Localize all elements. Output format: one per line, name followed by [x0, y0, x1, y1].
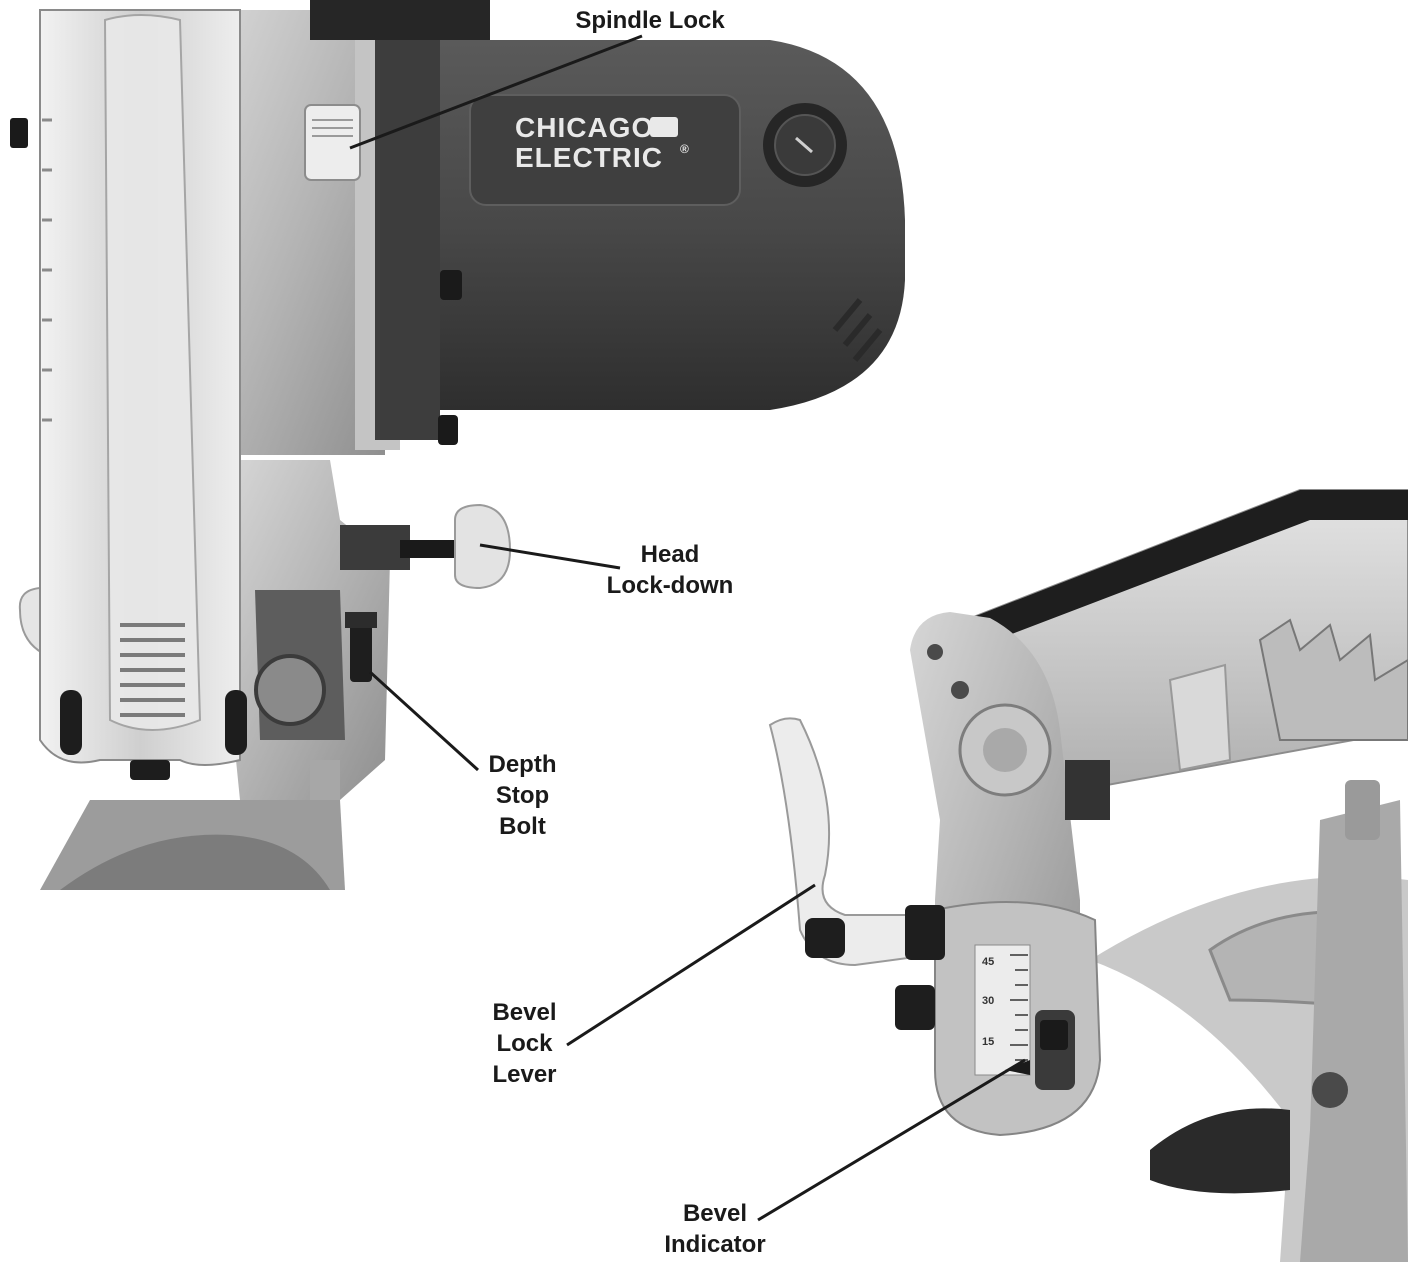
- pivot-hole-mid: [951, 681, 969, 699]
- spindle-lock-button: [304, 104, 361, 181]
- left-saw-assembly: CHICAGO ELECTRIC ®: [10, 0, 905, 890]
- bevel-scale-label-30: 30: [982, 995, 994, 1007]
- spindle-lock-grip: [312, 119, 353, 137]
- callout-bevel-lock-lever-line-1: Bevel: [492, 999, 557, 1026]
- upper-arm-top-edge: [940, 490, 1408, 650]
- bevel-scale-ticks: [1010, 954, 1028, 1061]
- callout-bevel-indicator: Bevel Indicator: [650, 1198, 780, 1260]
- callout-depth-stop-bolt: Depth Stop Bolt: [470, 749, 575, 842]
- pivot-support-block: [310, 760, 340, 800]
- motor-vent-slots: [832, 298, 883, 362]
- power-switch-mark: [795, 136, 813, 154]
- leader-line-head-lock-down: [479, 543, 621, 570]
- pivot-spring: [254, 654, 326, 726]
- guard-arm-plate: [1168, 663, 1232, 772]
- motor-top-strap: [310, 0, 490, 40]
- callout-head-lock-down-line-1: Head: [640, 541, 700, 568]
- guard-scale-marks: [42, 118, 52, 422]
- base-rotary-table: [60, 834, 330, 890]
- leader-line-depth-stop-bolt: [368, 670, 480, 772]
- callout-head-lock-down-line-2: Lock-down: [606, 572, 734, 599]
- blade-teeth: [1258, 618, 1408, 741]
- leader-line-bevel-lock-lever: [566, 883, 816, 1047]
- bevel-lock-lever-shaft: [805, 918, 845, 958]
- brand-line-1: CHICAGO: [515, 112, 654, 143]
- callout-bevel-indicator-line-2: Indicator: [664, 1231, 766, 1258]
- callout-depth-stop-bolt-line-3: Bolt: [499, 813, 546, 840]
- brand-registered-mark: ®: [680, 142, 690, 156]
- motor-end-cap: [375, 40, 440, 440]
- callout-bevel-indicator-line-1: Bevel: [682, 1200, 748, 1227]
- bevel-lock-lever-collar: [905, 905, 945, 960]
- guard-mount-bolt: [10, 118, 28, 148]
- leader-lines: [349, 34, 1026, 1222]
- right-saw-assembly: 15 30 45: [768, 489, 1408, 1262]
- arm-stop-bracket: [1065, 760, 1110, 820]
- callout-bevel-lock-lever: Bevel Lock Lever: [472, 997, 577, 1090]
- motor-screw-lower: [438, 415, 458, 445]
- depth-stop-bolt: [350, 620, 372, 682]
- brand-logo-mark: [650, 117, 678, 137]
- depth-stop-nut: [345, 612, 377, 628]
- callout-depth-stop-bolt-line-2: Stop: [495, 782, 550, 809]
- callout-spindle-lock-line-1: Spindle Lock: [575, 7, 725, 34]
- guard-foot: [130, 760, 170, 780]
- head-lock-shaft: [400, 540, 460, 558]
- bevel-lock-nut: [895, 985, 935, 1030]
- motor-screw-upper: [440, 270, 462, 300]
- brand-line-2: ELECTRIC: [515, 142, 663, 173]
- leader-line-bevel-indicator: [757, 1058, 1026, 1222]
- bevel-indicator-pointer: [1005, 1060, 1030, 1075]
- callout-depth-stop-bolt-line-1: Depth: [488, 751, 557, 778]
- head-lock-bracket: [340, 525, 410, 570]
- blade-guard-inner-rim: [103, 14, 202, 731]
- guard-ribs: [120, 623, 185, 717]
- bevel-scale-label-45: 45: [982, 956, 994, 968]
- bevel-indicator-bolt: [1040, 1020, 1068, 1050]
- bevel-scale-label-15: 15: [982, 1036, 994, 1048]
- pivot-hole-top: [927, 644, 943, 660]
- callout-bevel-lock-lever-line-3: Lever: [492, 1061, 557, 1088]
- leader-line-spindle-lock: [349, 34, 643, 150]
- fence-hole: [1312, 1072, 1348, 1108]
- callout-bevel-lock-lever-line-2: Lock: [496, 1030, 553, 1057]
- base-table-shadow: [1150, 1108, 1290, 1194]
- pivot-hub-cap: [983, 728, 1027, 772]
- fence-post: [1345, 780, 1380, 840]
- guard-wheel-left: [60, 690, 82, 755]
- guard-wheel-right: [225, 690, 247, 755]
- bevel-lock-lever: [768, 717, 931, 967]
- callout-head-lock-down: Head Lock-down: [590, 539, 750, 601]
- callout-spindle-lock: Spindle Lock: [560, 5, 740, 36]
- fence-upright: [1300, 800, 1408, 1262]
